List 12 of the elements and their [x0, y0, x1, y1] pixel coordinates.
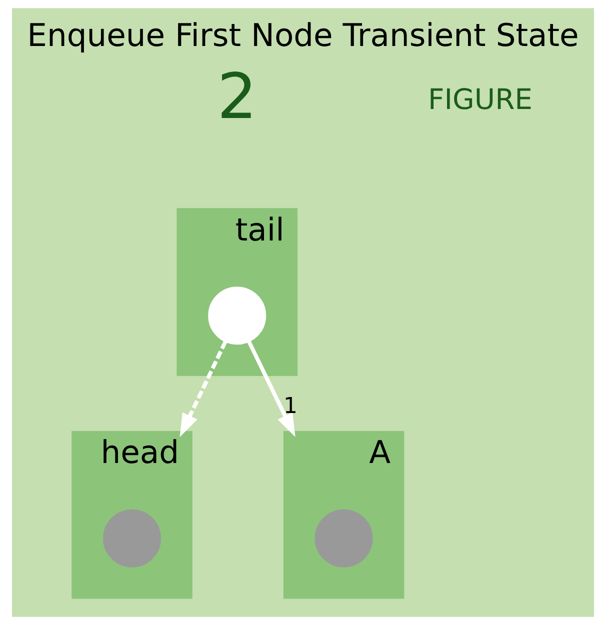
node-circle: [102, 509, 161, 568]
label: 2: [216, 60, 257, 133]
node-circle: [314, 509, 372, 568]
node-circle: [208, 286, 266, 345]
arrow: [246, 340, 295, 438]
arrow: [179, 340, 227, 438]
cluster: head: [71, 430, 192, 599]
diagram-title: Enqueue First Node Transient State: [26, 18, 578, 54]
cluster: tail: [176, 208, 298, 376]
edge-label: 1: [282, 394, 297, 420]
cluster: A: [282, 430, 404, 599]
label: FIGURE: [428, 83, 532, 116]
